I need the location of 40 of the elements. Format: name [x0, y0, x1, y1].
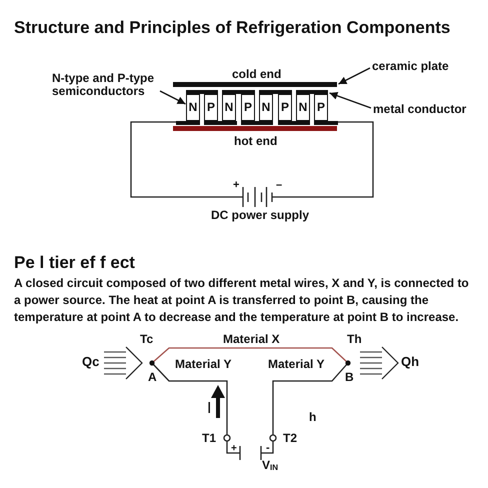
semiconductor-leg: N [296, 94, 310, 121]
terminal-label: T1 [202, 431, 216, 445]
polarity-sign: + [233, 178, 240, 192]
point-label: A [148, 370, 157, 384]
plate-label: cold end [232, 67, 282, 81]
section-heading: Pe l tier ef f ect [14, 253, 135, 273]
letter-label: h [309, 410, 316, 424]
ceramic-plate [173, 82, 337, 87]
polarity-sign: + [231, 442, 237, 456]
leader-arrow [160, 90, 186, 105]
temperature-label: Tc [140, 332, 154, 346]
description-text: A closed circuit composed of two different metal wires, X and Y, is connected to a power source. The heat at point A is transferred to point B, causing the temperature at point A to decrease and the temperature at point B to increase. [14, 275, 470, 326]
current-label: I [207, 400, 212, 417]
metal-strip [296, 90, 328, 94]
callout-label: metal conductor [373, 102, 466, 116]
leader-arrow [329, 92, 372, 109]
callout-label: ceramic plate [372, 59, 449, 73]
point-label: B [345, 370, 354, 384]
semiconductor-leg: P [278, 94, 292, 121]
material-label: Material Y [268, 357, 324, 371]
semiconductor-leg: P [241, 94, 255, 121]
voltage-label: V$_{IN}$ [262, 458, 278, 474]
callout-label: N-type and P-type semiconductors [52, 72, 160, 97]
semiconductor-leg: N [222, 94, 236, 121]
semiconductor-leg: P [204, 94, 218, 121]
heat-label: Qh [401, 355, 420, 369]
polarity-sign: - [266, 441, 270, 455]
material-label: Material X [223, 332, 280, 346]
semiconductor-leg: N [259, 94, 273, 121]
temperature-label: Th [347, 332, 362, 346]
terminal-label: T2 [283, 431, 298, 445]
material-label: Material Y [175, 357, 232, 371]
leader-arrow [338, 67, 370, 85]
heat-label: Qc [82, 355, 100, 369]
semiconductor-leg: P [314, 94, 328, 121]
component-label: DC power supply [211, 208, 310, 222]
plate-label: hot end [234, 134, 278, 148]
semiconductor-leg: N [186, 94, 200, 121]
polarity-sign: – [276, 178, 282, 192]
diagram-title: Structure and Principles of Refrigeration Components [14, 18, 450, 38]
